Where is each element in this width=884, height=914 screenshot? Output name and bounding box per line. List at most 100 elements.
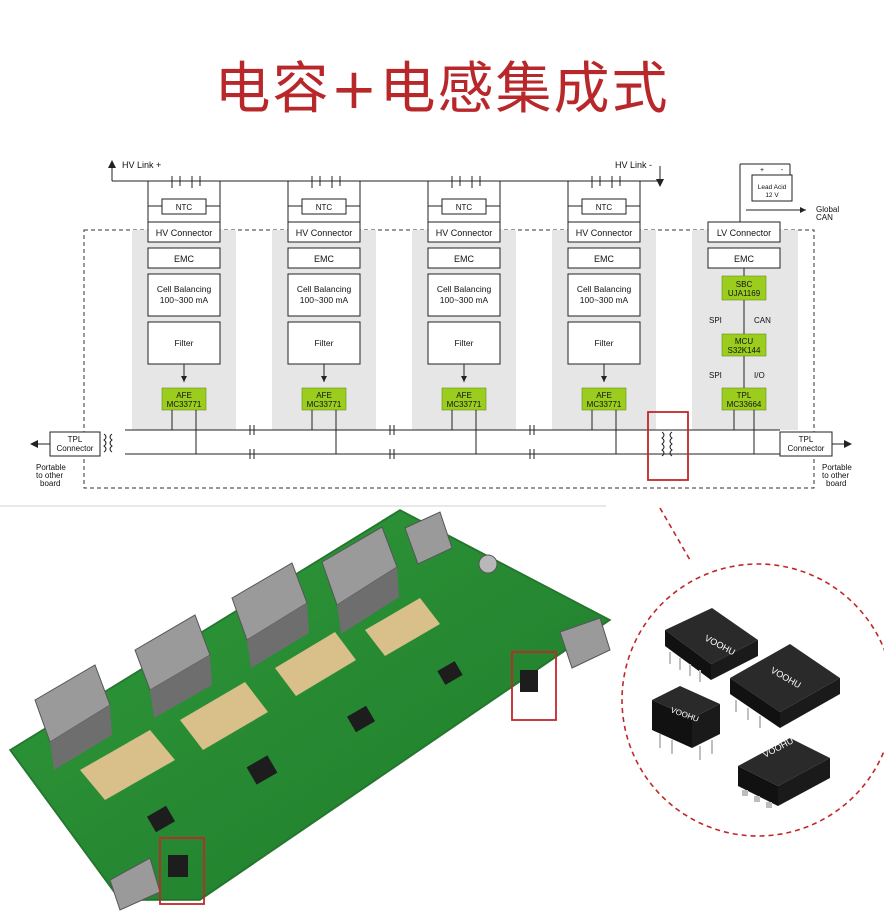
- svg-text:Lead Acid: Lead Acid: [758, 184, 787, 191]
- page-title: 电容+电感集成式: [214, 57, 670, 122]
- hv-link-bus: HV Link + HV Link -: [108, 160, 664, 187]
- svg-text:CAN: CAN: [754, 316, 771, 325]
- svg-text:MCU: MCU: [735, 337, 753, 346]
- afe-chip: [161, 387, 207, 411]
- cell-balancing-box: [147, 273, 221, 317]
- svg-text:board: board: [40, 479, 60, 488]
- transformer-component-4: VOOHU: [738, 735, 830, 808]
- svg-text:TPL: TPL: [68, 435, 83, 444]
- svg-text:LV Connector: LV Connector: [717, 228, 771, 238]
- afe-chip: [301, 387, 347, 411]
- hv-connector-box: [567, 221, 641, 243]
- svg-text:board: board: [826, 479, 846, 488]
- svg-text:AFE: AFE: [596, 391, 612, 400]
- svg-text:EMC: EMC: [314, 254, 335, 264]
- svg-text:Connector: Connector: [57, 444, 94, 453]
- svg-text:Portable: Portable: [36, 463, 66, 472]
- component-zoom: VOOHU VOOHU VOOHU: [621, 507, 884, 837]
- pcb-highlight-left: [159, 837, 205, 905]
- svg-text:HV Connector: HV Connector: [436, 228, 493, 238]
- mcu-chip: [721, 333, 767, 357]
- svg-text:MC33771: MC33771: [447, 400, 482, 409]
- cell-balancing-box: [427, 273, 501, 317]
- tpl-connector-left: TPL Connector Portable to other board: [30, 431, 113, 488]
- svg-text:MC33771: MC33771: [587, 400, 622, 409]
- svg-text:MC33771: MC33771: [167, 400, 202, 409]
- svg-text:SPI: SPI: [709, 316, 722, 325]
- svg-text:I/O: I/O: [754, 371, 765, 380]
- svg-text:AFE: AFE: [316, 391, 332, 400]
- svg-text:NTC: NTC: [316, 203, 333, 212]
- tpl-chip: [721, 387, 767, 411]
- lv-module: Lead Acid 12 V + - Global CAN LV Connect…: [692, 163, 839, 430]
- emc-box: [147, 247, 221, 269]
- lv-connector: [707, 221, 781, 243]
- svg-text:MC33771: MC33771: [307, 400, 342, 409]
- svg-text:100~300 mA: 100~300 mA: [580, 295, 629, 305]
- afe-chip: [441, 387, 487, 411]
- svg-text:EMC: EMC: [454, 254, 475, 264]
- svg-text:EMC: EMC: [174, 254, 195, 264]
- lead-acid-battery: [751, 174, 793, 202]
- svg-text:Filter: Filter: [315, 338, 334, 348]
- svg-text:Cell Balancing: Cell Balancing: [157, 284, 212, 294]
- svg-text:SBC: SBC: [736, 280, 753, 289]
- svg-text:SPI: SPI: [709, 371, 722, 380]
- svg-text:Cell Balancing: Cell Balancing: [297, 284, 352, 294]
- svg-text:TPL: TPL: [799, 435, 814, 444]
- hv-connector-box: [147, 221, 221, 243]
- svg-text:AFE: AFE: [456, 391, 472, 400]
- svg-text:Connector: Connector: [788, 444, 825, 453]
- sbc-chip: [721, 275, 767, 301]
- svg-text:AFE: AFE: [176, 391, 192, 400]
- svg-text:NTC: NTC: [596, 203, 613, 212]
- tpl-connector-right: TPL Connector Portable to other board: [779, 431, 852, 488]
- svg-text:EMC: EMC: [734, 254, 755, 264]
- svg-text:Portable: Portable: [822, 463, 852, 472]
- svg-text:UJA1169: UJA1169: [728, 289, 761, 298]
- transformer-component-2: VOOHU: [730, 644, 840, 728]
- transformer-component-1: VOOHU: [665, 608, 758, 682]
- svg-text:+: +: [760, 167, 764, 174]
- svg-text:EMC: EMC: [594, 254, 615, 264]
- hv-connector-box: [287, 221, 361, 243]
- filter-box: [567, 321, 641, 365]
- daisy-chain: [125, 410, 780, 455]
- filter-box: [287, 321, 361, 365]
- svg-text:NTC: NTC: [176, 203, 193, 212]
- emc-box: [287, 247, 361, 269]
- svg-text:12 V: 12 V: [765, 192, 779, 199]
- svg-text:-: -: [781, 167, 784, 174]
- filter-box: [147, 321, 221, 365]
- svg-text:TPL: TPL: [737, 391, 752, 400]
- pcb-highlight-right: [511, 651, 557, 721]
- hv-link-minus-label: HV Link -: [615, 160, 652, 170]
- svg-text:MC33664: MC33664: [727, 400, 762, 409]
- svg-text:NTC: NTC: [456, 203, 473, 212]
- svg-text:to other: to other: [822, 471, 849, 480]
- svg-text:100~300 mA: 100~300 mA: [300, 295, 349, 305]
- svg-text:Filter: Filter: [455, 338, 474, 348]
- svg-text:Cell Balancing: Cell Balancing: [437, 284, 492, 294]
- svg-text:Cell Balancing: Cell Balancing: [577, 284, 632, 294]
- svg-text:100~300 mA: 100~300 mA: [440, 295, 489, 305]
- afe-chip: [581, 387, 627, 411]
- emc-box: [427, 247, 501, 269]
- emc-box: [567, 247, 641, 269]
- svg-text:100~300 mA: 100~300 mA: [160, 295, 209, 305]
- svg-text:HV Connector: HV Connector: [296, 228, 353, 238]
- svg-text:CAN: CAN: [816, 213, 833, 222]
- svg-text:Filter: Filter: [595, 338, 614, 348]
- cell-balancing-box: [287, 273, 361, 317]
- transformer-component-3: VOOHU: [652, 686, 720, 760]
- pcb-board-photo: [8, 509, 612, 911]
- cell-balancing-box: [567, 273, 641, 317]
- global-can-label: Global: [816, 205, 839, 214]
- hv-link-plus-label: HV Link +: [122, 160, 161, 170]
- highlighted-transformer: [647, 411, 689, 481]
